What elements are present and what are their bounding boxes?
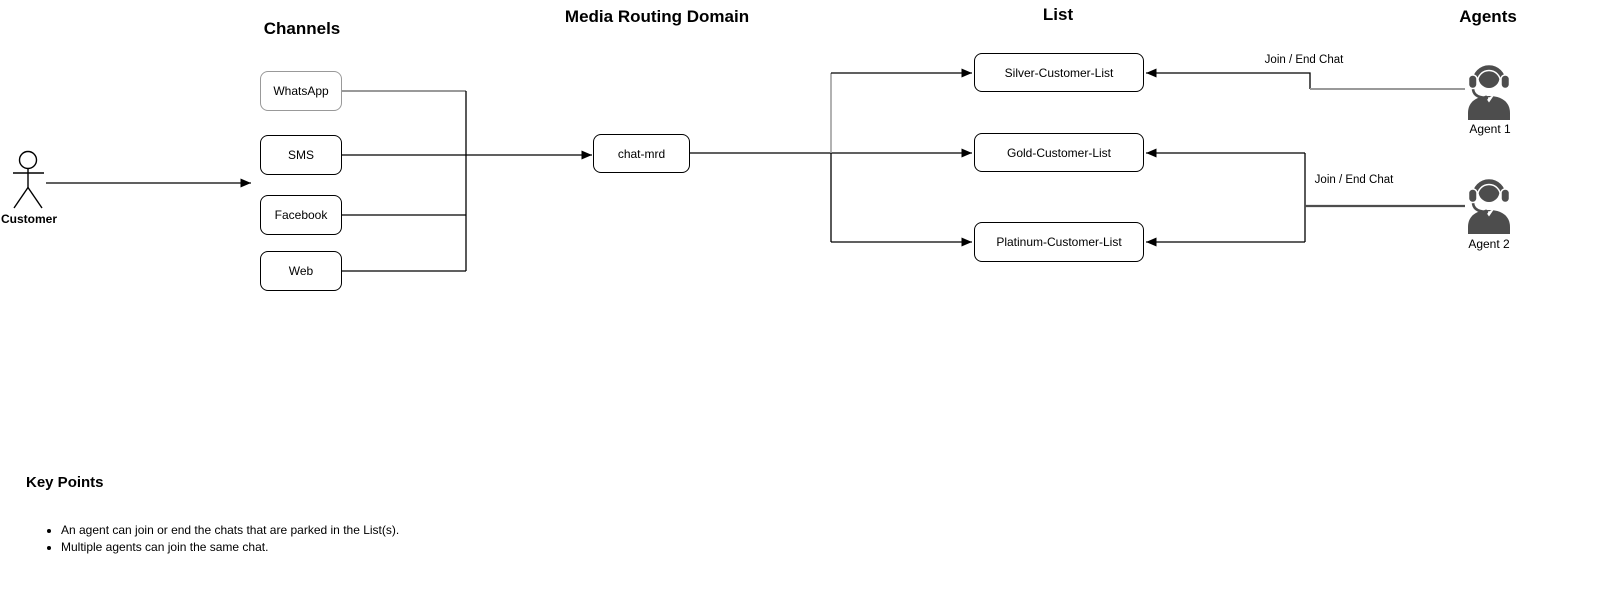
channel-node-label: WhatsApp [273,84,329,98]
agent2-headset-icon [1467,177,1511,234]
channel-node-label: Web [288,264,314,278]
list-node-label: Platinum-Customer-List [996,235,1122,249]
key-point-item: An agent can join or end the chats that … [61,522,399,539]
mrd-node-label: chat-mrd [617,146,666,161]
customer-label: Customer [0,212,58,226]
list-node-gold: Gold-Customer-List [974,133,1144,172]
channel-node-label: SMS [287,148,314,162]
key-point-item: Multiple agents can join the same chat. [61,539,399,556]
customer-actor-icon [13,150,44,209]
channel-node-web: Web [260,251,342,291]
agent1-label: Agent 1 [1469,122,1511,136]
agents-column-title: Agents [1459,7,1517,26]
edge-label-join-end-chat-2: Join / End Chat [1314,174,1394,186]
edge-label-join-end-chat-1: Join / End Chat [1264,54,1344,66]
agent1-headset-icon [1467,63,1511,120]
key-points-list: An agent can join or end the chats that … [43,522,399,556]
channel-node-label: Facebook [274,208,328,222]
agent1-to-silver-arrow [1146,68,1311,89]
list-node-label: Silver-Customer-List [1004,65,1114,80]
channels-column-title: Channels [263,19,341,38]
list-node-silver: Silver-Customer-List [974,53,1144,92]
channel-node-whatsapp: WhatsApp [260,71,342,111]
agent2-label: Agent 2 [1468,237,1510,251]
list-node-platinum: Platinum-Customer-List [974,222,1144,262]
list-node-label: Gold-Customer-List [1006,145,1112,160]
list-column-title: List [1042,5,1074,24]
channel-node-facebook: Facebook [260,195,342,235]
mrd-node-chat-mrd: chat-mrd [593,134,690,173]
key-points-title: Key Points [26,474,104,491]
channel-node-sms: SMS [260,135,342,175]
mrd-column-title: Media Routing Domain [564,7,750,26]
